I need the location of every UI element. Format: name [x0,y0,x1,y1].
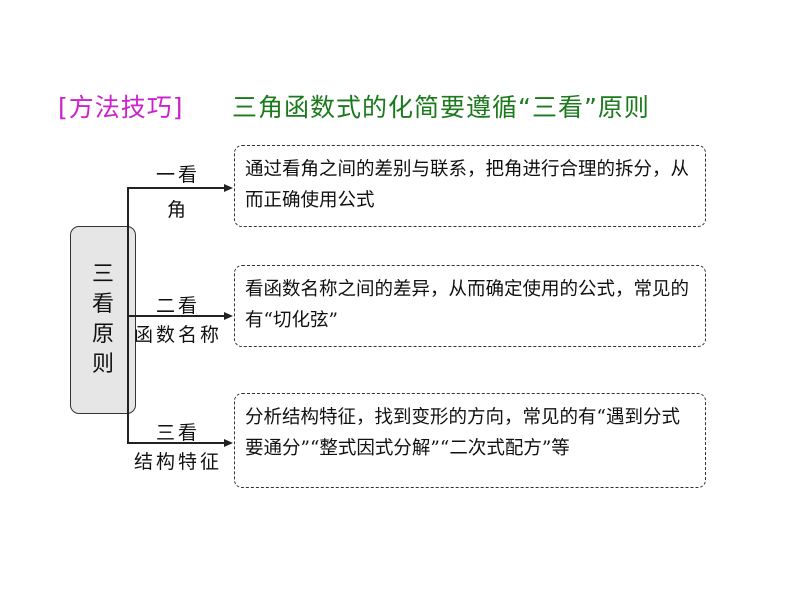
branch-1-description: 通过看角之间的差别与联系，把角进行合理的拆分，从而正确使用公式 [234,145,706,227]
arrow-icon [224,312,233,320]
arrow-icon [224,184,233,192]
method-tag: [方法技巧] [58,93,184,122]
arrow-icon [224,439,233,447]
branch-line-1 [127,187,225,189]
branch-3-label-bottom: 结构特征 [133,451,222,473]
branch-2-label-top: 二看 [155,295,200,317]
branch-line-2 [127,315,225,317]
branch-line-3 [127,442,225,444]
branch-2-label-bottom: 函数名称 [133,324,222,346]
page-title: 三角函数式的化简要遵循“三看”原则 [232,93,650,122]
branch-1-label-bottom: 角 [166,199,189,221]
root-char: 则 [91,352,114,377]
branch-3-description: 分析结构特征，找到变形的方向，常见的有“遇到分式要通分”“整式因式分解”“二次式… [234,393,706,488]
root-char: 三 [91,262,114,287]
branch-1-label-top: 一看 [155,164,200,186]
root-char: 原 [91,322,114,347]
branch-3-label-top: 三看 [155,422,200,444]
root-char: 看 [91,292,114,317]
branch-2-description: 看函数名称之间的差异，从而确定使用的公式，常见的有“切化弦” [234,265,706,347]
root-node: 三 看 原 则 [70,226,136,414]
